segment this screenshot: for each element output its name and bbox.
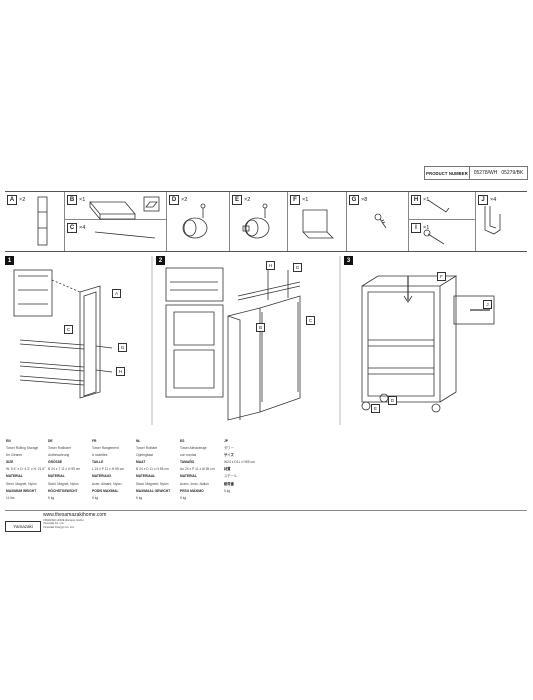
part-a-tag: A×2 bbox=[7, 195, 25, 205]
step-2-drawing bbox=[165, 267, 301, 421]
part-b-tray bbox=[89, 196, 160, 220]
step-1-callout-g: G bbox=[118, 343, 127, 352]
step-2-number: 2 bbox=[156, 256, 165, 265]
part-f-tag: F×1 bbox=[290, 195, 308, 205]
step-1-number: 1 bbox=[5, 256, 14, 265]
step-1-callout-c: C bbox=[64, 325, 73, 334]
step-1-callout-h: H bbox=[116, 367, 125, 376]
step-2-callout-g: G bbox=[293, 263, 302, 272]
parts-grid: A×2 B×1 C×4 D×2 E×2 F×1 G×8 H×1 I×1 J×4 bbox=[5, 191, 527, 252]
text-column-nl: NL Tower Rolbare Opbergkast MAAT B 24 x … bbox=[136, 439, 171, 500]
part-e-caster-lock bbox=[242, 203, 270, 239]
part-h-tag: H×1 bbox=[411, 195, 429, 205]
step-2-callout-c: C bbox=[306, 316, 315, 325]
part-i-tag: I×1 bbox=[411, 223, 429, 233]
brand-logo: Yamazaki bbox=[5, 521, 41, 532]
product-code-wh: 05278/WH bbox=[473, 170, 498, 176]
address-line-1: YAMAZAKI HOME (Europe) GmbH bbox=[43, 519, 84, 522]
step-2-callout-b: B bbox=[256, 323, 265, 332]
text-column-de: DE Tower Rollbarer Aufbewahrung GRÖSSE B… bbox=[48, 439, 81, 500]
part-g-tag: G×8 bbox=[349, 195, 367, 205]
step-3-callout-j: J bbox=[483, 300, 492, 309]
company-addresses: YAMAZAKI HOME (Europe) GmbH Yamazaki Co.… bbox=[43, 519, 193, 529]
footer-divider bbox=[5, 510, 527, 535]
part-a-frame bbox=[37, 196, 48, 246]
part-h-hexkey bbox=[427, 199, 450, 213]
step-3-callout-f: F bbox=[437, 272, 446, 281]
part-j-tag: J×4 bbox=[478, 195, 496, 205]
part-b-tag: B×1 bbox=[67, 195, 85, 205]
step-3-callout-d: D bbox=[388, 396, 397, 405]
part-d-caster bbox=[182, 203, 208, 239]
product-codes: 05278/WH 05279/BK bbox=[470, 167, 527, 179]
product-code-bk: 05279/BK bbox=[501, 170, 524, 176]
part-e-tag: E×2 bbox=[232, 195, 250, 205]
step-3-callout-e: E bbox=[371, 404, 380, 413]
step-2-callout-h: H bbox=[266, 261, 275, 270]
step-1-callout-a: A bbox=[112, 289, 121, 298]
text-column-en: EN Tower Rolling Storage for Cleaner SIZ… bbox=[6, 439, 46, 500]
product-number-bar: PRODUCT NUMBER 05278/WH 05279/BK bbox=[424, 166, 528, 180]
text-column-jp: JP タワー サイズ W24 x D11 x H55 cm 材質 スチール 耐荷… bbox=[224, 439, 255, 493]
step-3-drawing bbox=[361, 275, 495, 413]
part-j-hook bbox=[484, 206, 501, 235]
address-line-3: Yamazaki Jitsugyo Co. Ltd. bbox=[43, 525, 75, 529]
step-3-number: 3 bbox=[344, 256, 353, 265]
part-g-screw bbox=[374, 213, 387, 229]
website-link[interactable]: www.thesamazakihome.com bbox=[43, 512, 107, 518]
part-c-rod bbox=[94, 231, 156, 239]
address-line-2: Yamazaki Co. Ltd. bbox=[43, 522, 64, 526]
step-1-drawing bbox=[13, 269, 113, 399]
part-i-wrench bbox=[423, 229, 445, 245]
text-column-fr: FR Tower Rangement à roulettes TAILLE L … bbox=[92, 439, 125, 500]
text-column-es: ES Tower Almacenaje con ruedas TAMAÑO An… bbox=[180, 439, 215, 500]
part-d-tag: D×2 bbox=[169, 195, 187, 205]
part-c-tag: C×4 bbox=[67, 223, 85, 233]
part-f-plate bbox=[302, 209, 334, 239]
product-number-label: PRODUCT NUMBER bbox=[425, 167, 470, 179]
